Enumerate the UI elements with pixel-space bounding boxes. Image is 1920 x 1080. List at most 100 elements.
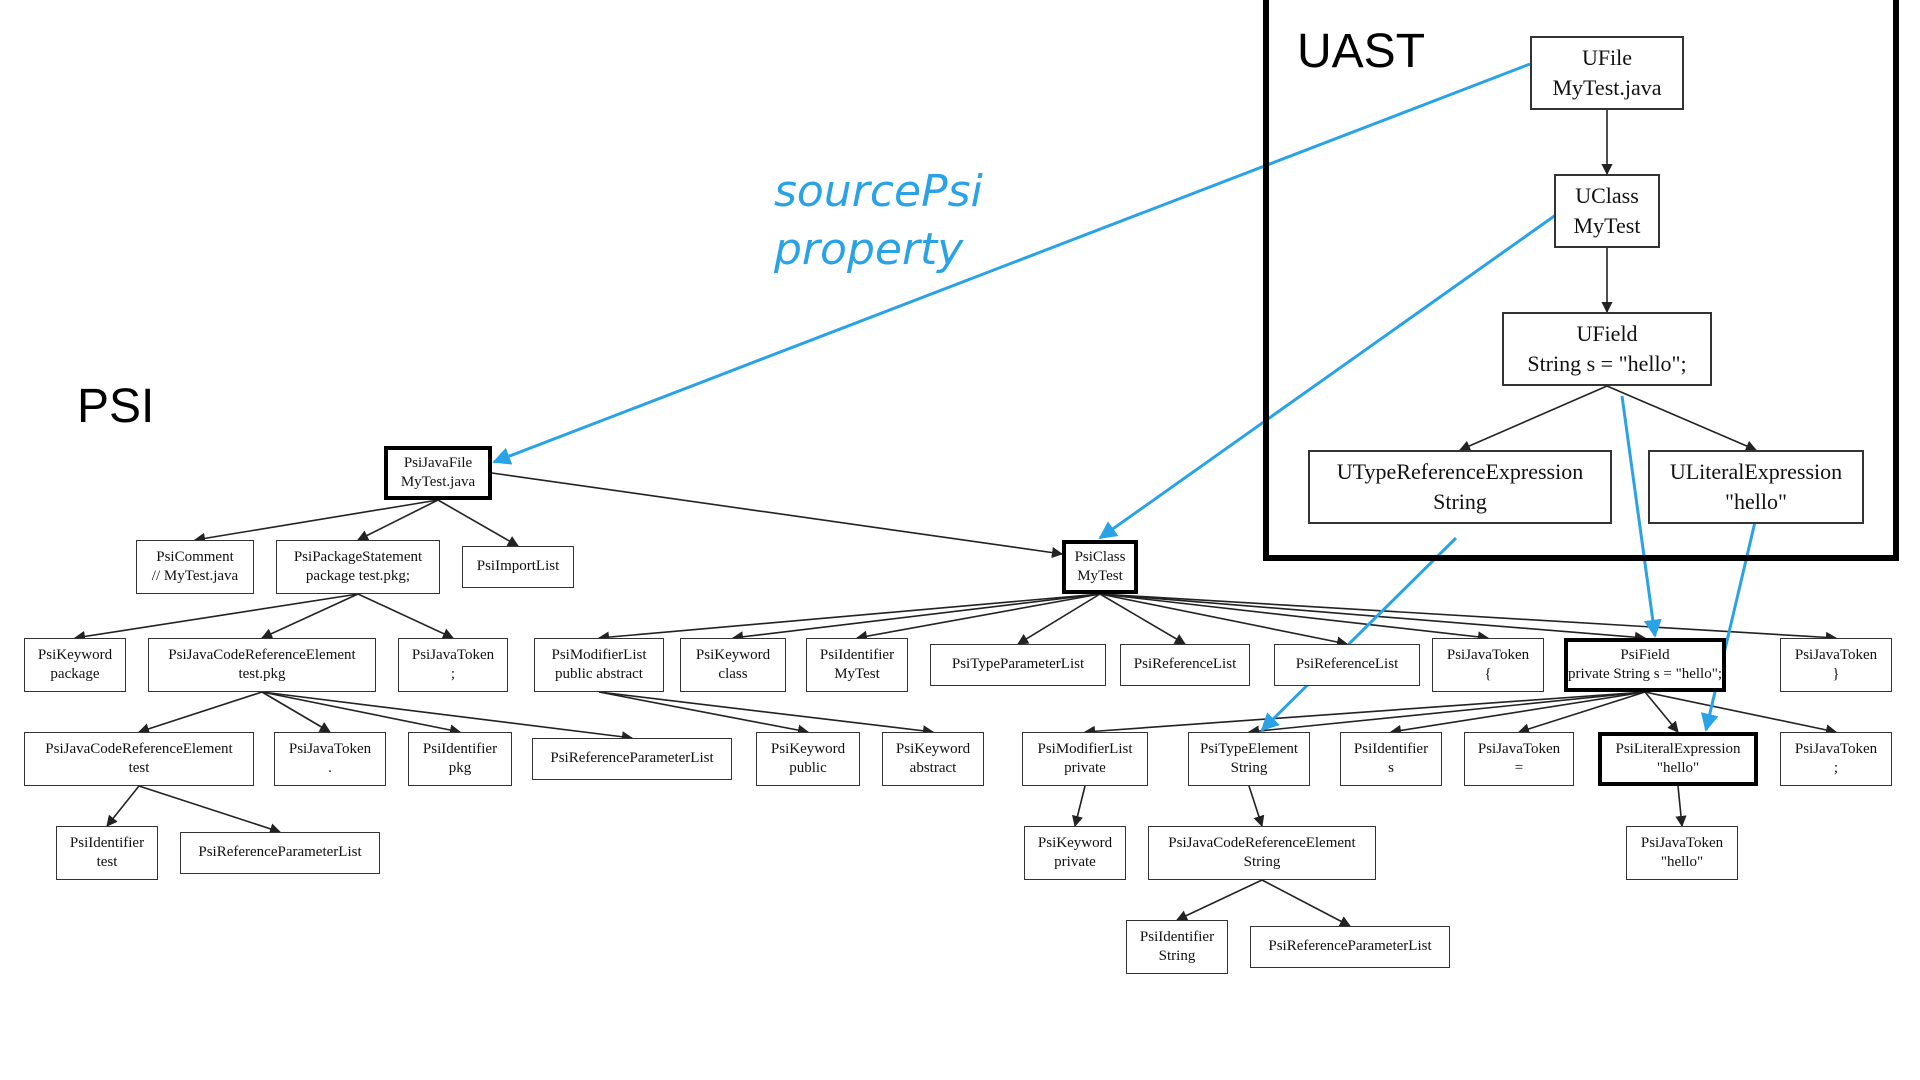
node-value-label: ; <box>1833 760 1839 776</box>
node-type-label: PsiLiteralExpression <box>1615 740 1741 757</box>
node-type-label: PsiPackageStatement <box>293 548 423 565</box>
node-value-label: "hello" <box>1656 760 1700 776</box>
edge-jcre1-idpkg <box>261 691 462 736</box>
node-value-label: String <box>1433 489 1487 514</box>
node-value-label: } <box>1832 666 1840 682</box>
node-type-label: UField <box>1576 321 1638 347</box>
edge-jcre2-rpl2 <box>138 785 282 835</box>
node-type-label: PsiKeyword <box>695 646 771 663</box>
source-psi-arrow-field <box>1620 395 1662 638</box>
node-value-label: MyTest.java <box>1552 75 1662 100</box>
edge-typeel-jcre3 <box>1248 785 1265 828</box>
source-psi-arrow-file <box>492 62 1531 465</box>
psi-node-tparams: PsiTypeParameterList <box>930 644 1106 686</box>
psi-node-tok1: PsiJavaToken; <box>398 638 508 692</box>
edge-pkgstmt-jcre1 <box>260 593 359 639</box>
edge-psiclass-idmytest <box>855 593 1101 642</box>
node-value-label: test.pkg <box>238 666 286 682</box>
node-type-label: PsiJavaToken <box>1794 646 1878 663</box>
source-psi-arrow-typeref <box>1260 536 1458 732</box>
source-psi-annotation: sourcePsi property <box>774 163 983 279</box>
node-type-label: PsiKeyword <box>1037 834 1113 851</box>
node-type-label: PsiTypeElement <box>1199 740 1299 757</box>
node-type-label: PsiReferenceParameterList <box>550 750 714 767</box>
node-value-label: String <box>1230 760 1268 776</box>
edge-modlist1-kwpublic <box>598 691 810 736</box>
psi-node-rpl1: PsiReferenceParameterList <box>532 738 732 780</box>
edge-javafile-pkgstmt <box>356 499 439 541</box>
node-value-label: package test.pkg; <box>305 568 411 584</box>
node-type-label: PsiClass <box>1074 548 1126 565</box>
psi-label: PSI <box>77 380 155 433</box>
node-type-label: UTypeReferenceExpression <box>1336 459 1584 485</box>
node-type-label: PsiImportList <box>476 558 560 575</box>
node-value-label: MyTest <box>834 666 880 682</box>
node-value-label: MyTest <box>1077 568 1123 584</box>
psi-node-rpl2: PsiReferenceParameterList <box>180 832 380 874</box>
node-type-label: PsiModifierList <box>1037 740 1133 757</box>
edge-psifield-typeel <box>1247 691 1646 737</box>
node-type-label: PsiTypeParameterList <box>951 656 1085 673</box>
edge-jcre1-tok2 <box>261 691 331 733</box>
node-type-label: PsiKeyword <box>37 646 113 663</box>
node-value-label: package <box>50 666 100 682</box>
edge-psiclass-reflist1 <box>1099 593 1186 645</box>
edge-jcre1-jcre2 <box>137 691 263 735</box>
edge-psiclass-tparams <box>1017 593 1101 645</box>
node-type-label: PsiIdentifier <box>1139 928 1215 945</box>
node-type-label: PsiModifierList <box>551 646 647 663</box>
node-value-label: . <box>328 760 332 776</box>
edge-psiclass-modlist1 <box>597 593 1101 643</box>
edge-ufield-uliteral <box>1606 385 1758 452</box>
node-value-label: test <box>128 760 150 776</box>
uast-node-uliteral: ULiteralExpression"hello" <box>1648 450 1864 524</box>
edge-psifield-ids <box>1389 691 1646 736</box>
node-type-label: PsiJavaCodeReferenceElement <box>45 740 233 757</box>
node-type-label: UClass <box>1575 183 1639 209</box>
psi-node-reflist1: PsiReferenceList <box>1120 644 1250 686</box>
node-type-label: UFile <box>1581 45 1633 71</box>
psi-node-jcre2: PsiJavaCodeReferenceElement test <box>24 732 254 786</box>
node-type-label: PsiIdentifier <box>69 834 145 851</box>
node-value-label: MyTest <box>1573 213 1641 238</box>
psi-node-pkgstmt: PsiPackageStatement package test.pkg; <box>276 540 440 594</box>
edge-javafile-importlist <box>437 499 519 547</box>
edge-pkgstmt-kwpackage <box>73 593 359 642</box>
psi-node-rpl3: PsiReferenceParameterList <box>1250 926 1450 968</box>
node-type-label: PsiJavaToken <box>1640 834 1724 851</box>
node-value-label: MyTest.java <box>400 474 476 490</box>
node-type-label: PsiJavaToken <box>1446 646 1530 663</box>
edge-psiclass-reflist2 <box>1099 593 1349 648</box>
node-type-label: PsiJavaToken <box>1477 740 1561 757</box>
edge-modlist1-kwabstract <box>598 691 935 737</box>
node-value-label: // MyTest.java <box>151 568 239 584</box>
node-value-label: { <box>1484 666 1492 682</box>
edge-psiclass-psifield <box>1099 593 1647 643</box>
edge-javafile-psiclass <box>491 472 1064 559</box>
edge-jcre3-rpl3 <box>1261 879 1351 927</box>
uast-frame <box>1263 0 1899 561</box>
node-type-label: PsiReferenceList <box>1133 656 1237 673</box>
edge-psiclass-kwclass <box>731 593 1101 643</box>
annotation-line-2: property <box>774 224 964 275</box>
node-value-label: = <box>1514 760 1524 776</box>
node-type-label: PsiJavaToken <box>1794 740 1878 757</box>
node-type-label: PsiKeyword <box>770 740 846 757</box>
annotation-line-1: sourcePsi <box>774 166 983 217</box>
node-value-label: "hello" <box>1660 854 1704 870</box>
psi-node-reflist2: PsiReferenceList <box>1274 644 1420 686</box>
node-type-label: ULiteralExpression <box>1669 459 1843 485</box>
